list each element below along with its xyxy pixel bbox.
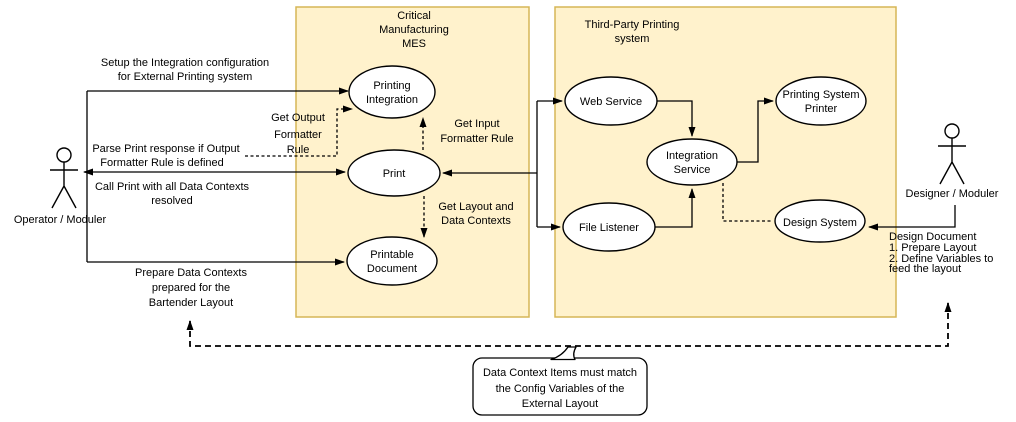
label-setup: Setup the Integration configuration for … (101, 57, 269, 83)
print-label: Print (383, 168, 406, 180)
print-ellipse (347, 149, 441, 197)
printing-system-printer-label1: Printing System (782, 89, 859, 101)
integration-service-label1: Integration (666, 150, 718, 162)
parse-label-line2: Formatter Rule is defined (100, 157, 224, 169)
node-print: Print (347, 149, 441, 197)
edge-web-service-to-integration-service (657, 100, 696, 137)
edge-designer-to-design-system (868, 205, 956, 231)
label-call: Call Print with all Data Contexts resolv… (95, 181, 250, 207)
prepare-label-line3: Bartender Layout (149, 297, 233, 309)
actor-designer: Designer / Moduler (906, 123, 999, 200)
node-design-system: Design System (774, 199, 866, 243)
node-integration-service: Integration Service (646, 138, 738, 186)
third-party-title-line2: system (615, 33, 650, 45)
design-document-label-line1: Design Document (889, 231, 976, 243)
design-document-label-line4: feed the layout (889, 263, 961, 275)
web-service-label: Web Service (580, 96, 642, 108)
setup-label-line2: for External Printing system (118, 71, 253, 83)
callout-line2: the Config Variables of the (496, 383, 625, 395)
designer-body (938, 138, 966, 185)
designer-head (944, 123, 960, 139)
design-system-ellipse (774, 199, 866, 243)
call-label-line2: resolved (151, 195, 193, 207)
label-parse: Parse Print response if Output Formatter… (92, 143, 239, 169)
label-prepare: Prepare Data Contexts prepared for the B… (135, 267, 247, 309)
node-file-listener: File Listener (562, 202, 656, 252)
printable-document-ellipse (346, 236, 438, 286)
node-printing-integration: Printing Integration (348, 65, 436, 119)
printing-integration-label1: Printing (373, 80, 410, 92)
edge-file-listener-to-integration-service (655, 188, 696, 228)
printing-system-printer-label2: Printer (805, 103, 838, 115)
file-listener-label: File Listener (579, 222, 639, 234)
edge-integration-service-to-printer (737, 97, 774, 163)
operator-label: Operator / Moduler (14, 214, 107, 226)
third-party-title-line1: Third-Party Printing (585, 19, 680, 31)
label-get-layout: Get Layout and Data Contexts (438, 201, 513, 227)
printing-integration-label2: Integration (366, 94, 418, 106)
get-input-label-line2: Formatter Rule (440, 133, 513, 145)
printable-document-label2: Document (367, 263, 417, 275)
parse-label-line1: Parse Print response if Output (92, 143, 239, 155)
actor-operator: Operator / Moduler (14, 147, 107, 226)
get-output-label-line1: Get Output (271, 112, 325, 124)
call-label-line1: Call Print with all Data Contexts (95, 181, 250, 193)
printable-document-label1: Printable (370, 249, 413, 261)
operator-body (50, 162, 78, 209)
prepare-label-line1: Prepare Data Contexts (135, 267, 247, 279)
callout-line3: External Layout (522, 398, 598, 410)
get-input-label-line1: Get Input (454, 118, 499, 130)
operator-head (56, 147, 72, 163)
printing-system-printer-ellipse (775, 76, 867, 126)
node-printable-document: Printable Document (346, 236, 438, 286)
label-get-input: Get Input Formatter Rule (440, 118, 513, 145)
design-system-label: Design System (783, 217, 857, 229)
node-web-service: Web Service (564, 76, 658, 126)
setup-label-line1: Setup the Integration configuration (101, 57, 269, 69)
mes-title-line2: Manufacturing (379, 24, 449, 36)
edge-integration-service-to-design-system (722, 183, 772, 222)
node-printing-system-printer: Printing System Printer (775, 76, 867, 126)
get-layout-label-line2: Data Contexts (441, 215, 511, 227)
file-listener-ellipse (562, 202, 656, 252)
design-document-label-line2: 1. Prepare Layout (889, 242, 976, 254)
get-output-label-line2: Formatter (274, 129, 322, 141)
mes-title-line1: Critical (397, 10, 431, 22)
printing-integration-ellipse (348, 65, 436, 119)
callout-dashed-connector (186, 302, 952, 347)
design-document-label-line3: 2. Define Variables to (889, 253, 993, 265)
callout-line1: Data Context Items must match (483, 367, 637, 379)
get-layout-label-line1: Get Layout and (438, 201, 513, 213)
prepare-label-line2: prepared for the (152, 282, 230, 294)
label-design-document: Design Document 1. Prepare Layout 2. Def… (889, 231, 993, 275)
integration-service-ellipse (646, 138, 738, 186)
integration-service-label2: Service (674, 164, 711, 176)
callout-note: Data Context Items must match the Config… (472, 346, 648, 416)
callout-note-pointer (550, 346, 577, 361)
web-service-ellipse (564, 76, 658, 126)
designer-label: Designer / Moduler (906, 188, 999, 200)
mes-title-line3: MES (402, 38, 426, 50)
label-get-output: Get Output Formatter Rule (271, 112, 325, 156)
edge-get-output-formatter-rule (245, 105, 353, 157)
get-output-label-line3: Rule (287, 144, 310, 156)
